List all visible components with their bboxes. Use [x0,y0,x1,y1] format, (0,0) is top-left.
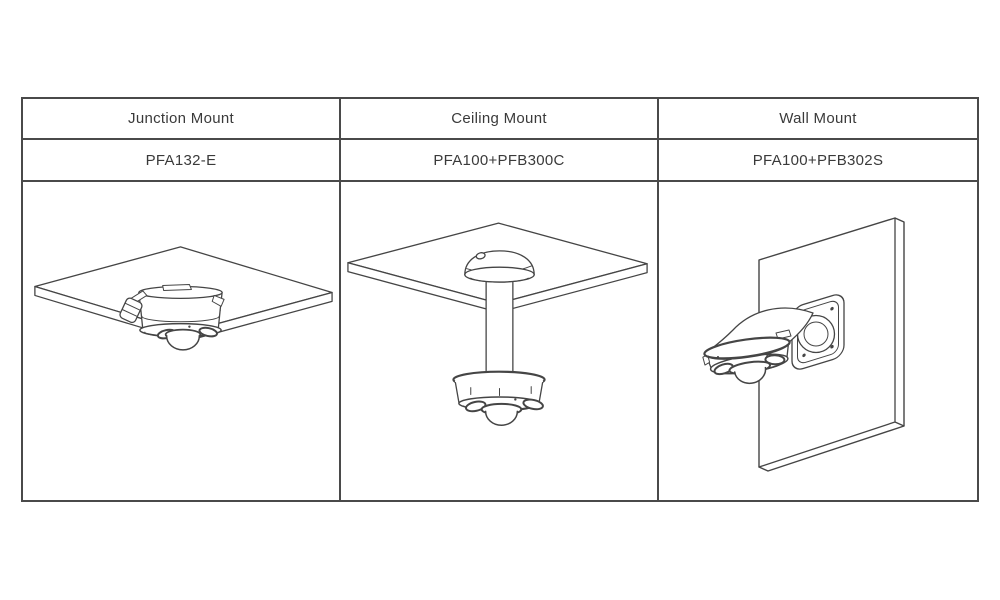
dome-camera [452,370,546,426]
mount-type-header-junction: Junction Mount [23,99,341,140]
mount-type-header-ceiling: Ceiling Mount [341,99,659,140]
mounting-options-table: Junction Mount Ceiling Mount Wall Mount … [21,97,979,502]
mic-hole [188,325,191,328]
dome-lens [733,366,767,385]
dome-lens [484,410,519,426]
cable-gland [119,297,143,324]
mount-model-junction: PFA132-E [23,140,341,182]
screw [802,353,806,358]
wall-mount-diagram [702,217,905,472]
ceiling-mount-diagram [347,222,648,426]
cup-flange [464,266,535,283]
junction-mount-diagram-cell [23,182,341,500]
junction-mount-diagram [34,246,333,351]
screw [830,344,834,349]
mounting-tab [162,284,192,291]
mic-hole [766,355,769,358]
screw-hole [475,252,486,260]
pendant-pole [485,277,514,376]
dome-camera-with-junction-box [119,284,225,351]
mounting-tab [211,294,225,307]
mount-model-ceiling: PFA100+PFB300C [341,140,659,182]
mount-type-header-wall: Wall Mount [659,99,977,140]
screw [830,306,834,311]
dome-camera [702,336,791,385]
mic-hole [716,356,720,359]
mount-model-wall: PFA100+PFB302S [659,140,977,182]
mic-hole [514,398,517,401]
ceiling-mount-diagram-cell [341,182,659,500]
dome-lens [165,335,201,351]
camera-top-flange [703,336,791,360]
wall-mount-diagram-cell [659,182,977,500]
